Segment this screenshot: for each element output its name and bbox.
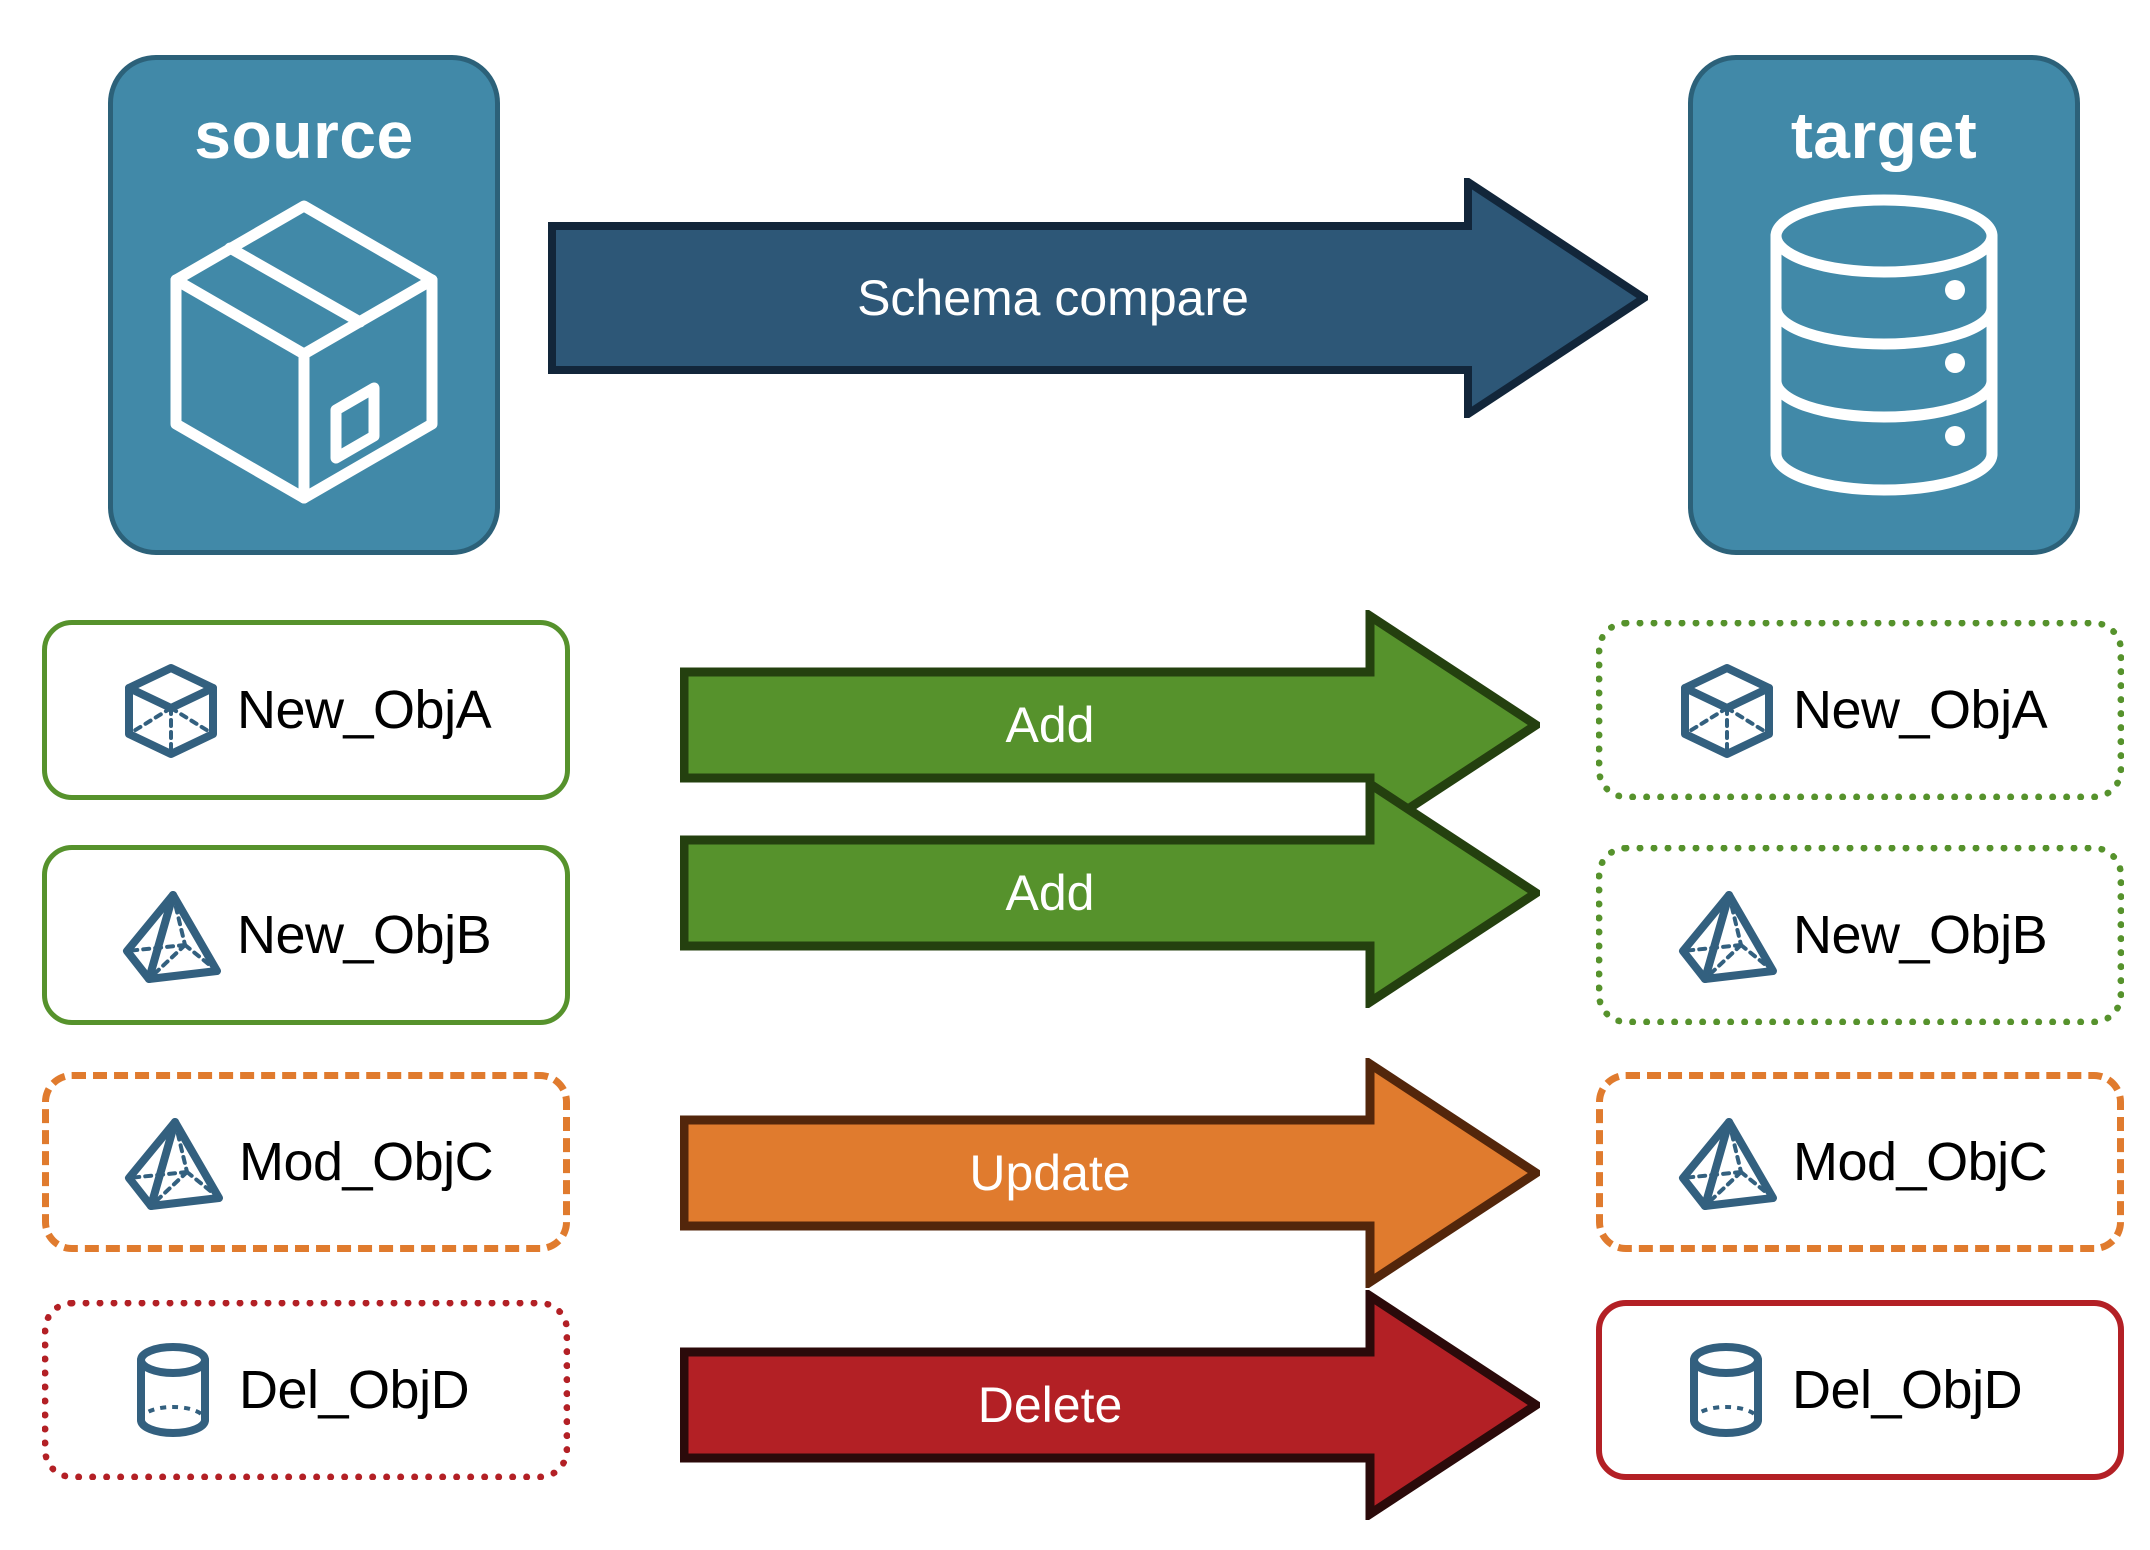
source-endpoint-panel[interactable]: source — [108, 55, 500, 555]
source-object-label: New_ObjB — [237, 905, 492, 965]
target-object-box-mod-objc[interactable]: Mod_ObjC — [1596, 1072, 2124, 1252]
wireframe-pyramid-icon — [1675, 883, 1779, 987]
wireframe-pyramid-icon — [121, 1110, 225, 1214]
target-object-label: Del_ObjD — [1792, 1360, 2023, 1420]
package-box-icon — [164, 188, 444, 513]
source-object-label: Del_ObjD — [239, 1360, 470, 1420]
wireframe-cylinder-icon — [1674, 1338, 1778, 1442]
wireframe-cube-icon — [119, 658, 223, 762]
wireframe-pyramid-icon — [119, 883, 223, 987]
action-arrow-add-1[interactable] — [679, 607, 1545, 843]
schema-compare-arrow[interactable] — [548, 174, 1652, 422]
action-arrow-update[interactable] — [679, 1055, 1545, 1291]
action-arrow-add-2[interactable] — [679, 775, 1545, 1011]
target-object-label: New_ObjA — [1793, 680, 2048, 740]
target-endpoint-panel[interactable]: target — [1688, 55, 2080, 555]
target-object-label: New_ObjB — [1793, 905, 2048, 965]
target-object-box-new-objb[interactable]: New_ObjB — [1596, 845, 2124, 1025]
target-object-box-new-obja[interactable]: New_ObjA — [1596, 620, 2124, 800]
action-arrow-delete[interactable] — [679, 1287, 1545, 1523]
database-cylinder-icon — [1759, 188, 2009, 513]
wireframe-cylinder-icon — [121, 1338, 225, 1442]
target-endpoint-title: target — [1790, 98, 1978, 172]
target-object-box-del-objd[interactable]: Del_ObjD — [1596, 1300, 2124, 1480]
source-object-box-mod-objc[interactable]: Mod_ObjC — [42, 1072, 570, 1252]
source-object-box-del-objd[interactable]: Del_ObjD — [42, 1300, 570, 1480]
target-object-label: Mod_ObjC — [1793, 1132, 2048, 1192]
source-object-box-new-objb[interactable]: New_ObjB — [42, 845, 570, 1025]
source-object-label: Mod_ObjC — [239, 1132, 494, 1192]
source-object-box-new-obja[interactable]: New_ObjA — [42, 620, 570, 800]
wireframe-cube-icon — [1675, 658, 1779, 762]
source-object-label: New_ObjA — [237, 680, 492, 740]
wireframe-pyramid-icon — [1675, 1110, 1779, 1214]
source-endpoint-title: source — [194, 98, 414, 172]
